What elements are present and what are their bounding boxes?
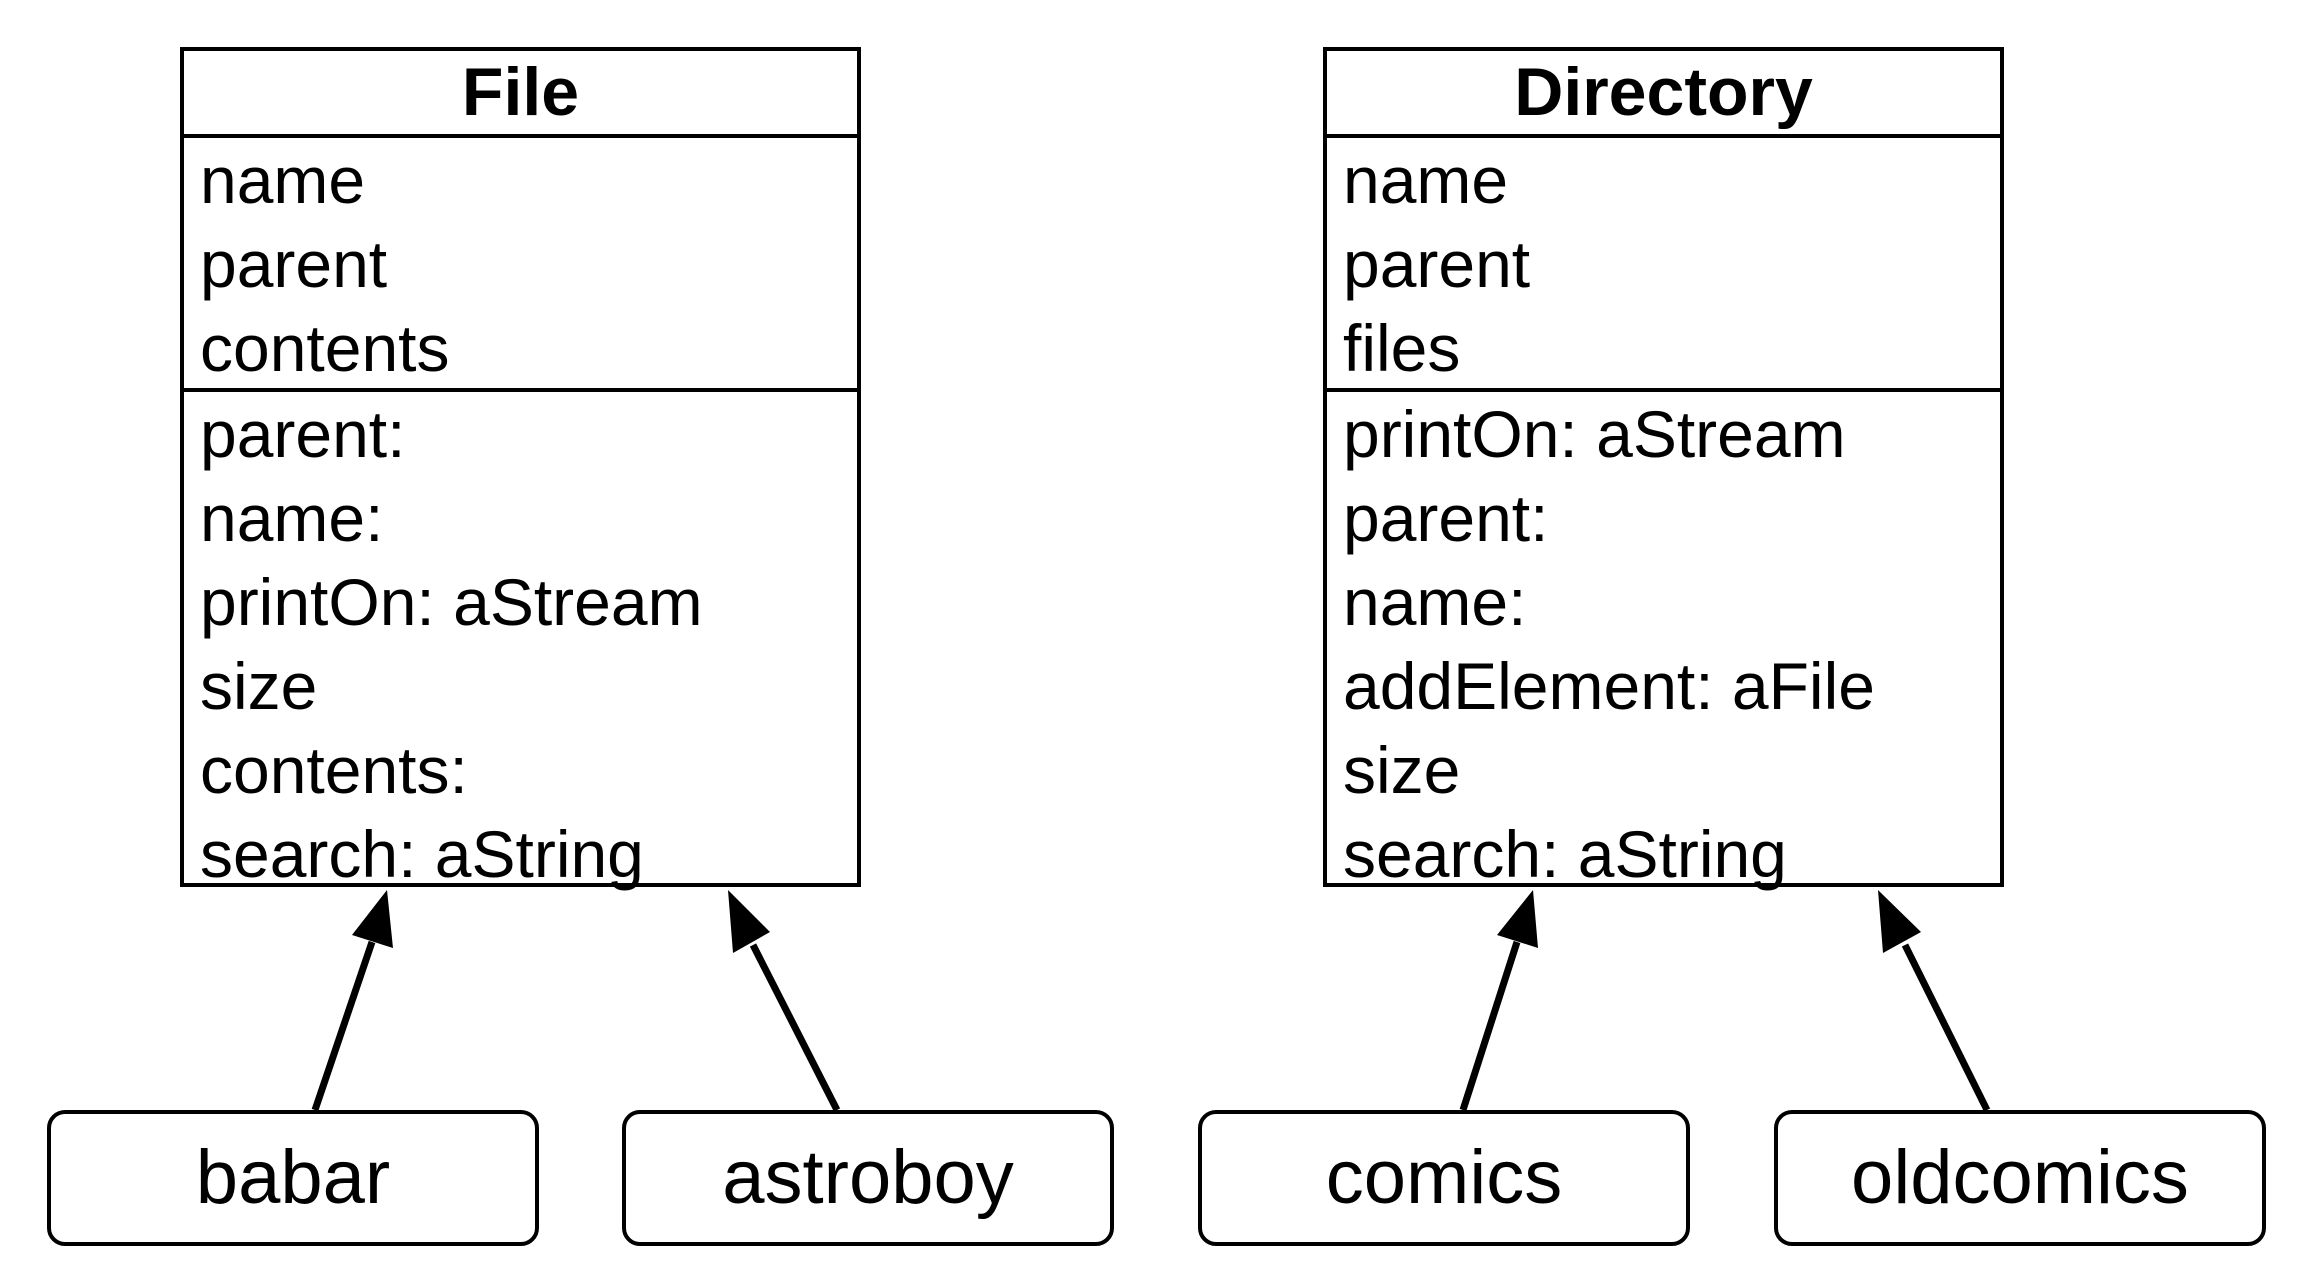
attribute: files	[1343, 311, 1461, 385]
instance-comics: comics	[1198, 1110, 1690, 1246]
method: addElement: aFile	[1343, 649, 1875, 723]
attribute: parent	[200, 227, 388, 301]
class-directory-methods: printOn: aStream parent: name: addElemen…	[1327, 392, 2000, 896]
attribute: name	[1343, 143, 1509, 217]
class-directory-title: Directory	[1327, 51, 2000, 138]
class-file-title: File	[184, 51, 857, 138]
method: search: aString	[1343, 817, 1787, 891]
method: parent:	[200, 397, 406, 471]
method: parent:	[1343, 481, 1549, 555]
class-directory-attributes: name parent files	[1327, 138, 2000, 392]
instance-babar: babar	[47, 1110, 539, 1246]
attribute: parent	[1343, 227, 1531, 301]
class-file-methods: parent: name: printOn: aStream size cont…	[184, 392, 857, 896]
arrow-babar-to-file	[311, 890, 393, 1112]
method: printOn: aStream	[200, 565, 703, 639]
class-file-attributes: name parent contents	[184, 138, 857, 392]
method: contents:	[200, 733, 468, 807]
class-directory: Directory name parent files printOn: aSt…	[1323, 47, 2004, 891]
attribute: contents	[200, 311, 450, 385]
arrow-astroboy-to-file	[728, 890, 841, 1112]
arrow-oldcomics-to-directory	[1878, 890, 1991, 1112]
method: printOn: aStream	[1343, 397, 1846, 471]
instance-oldcomics: oldcomics	[1774, 1110, 2266, 1246]
method: name:	[200, 481, 384, 555]
method: size	[1343, 733, 1461, 807]
method: size	[200, 649, 318, 723]
method: name:	[1343, 565, 1527, 639]
instance-astroboy: astroboy	[622, 1110, 1114, 1246]
class-file: File name parent contents parent: name: …	[180, 47, 861, 891]
method: search: aString	[200, 817, 644, 891]
arrow-comics-to-directory	[1459, 890, 1538, 1112]
attribute: name	[200, 143, 366, 217]
